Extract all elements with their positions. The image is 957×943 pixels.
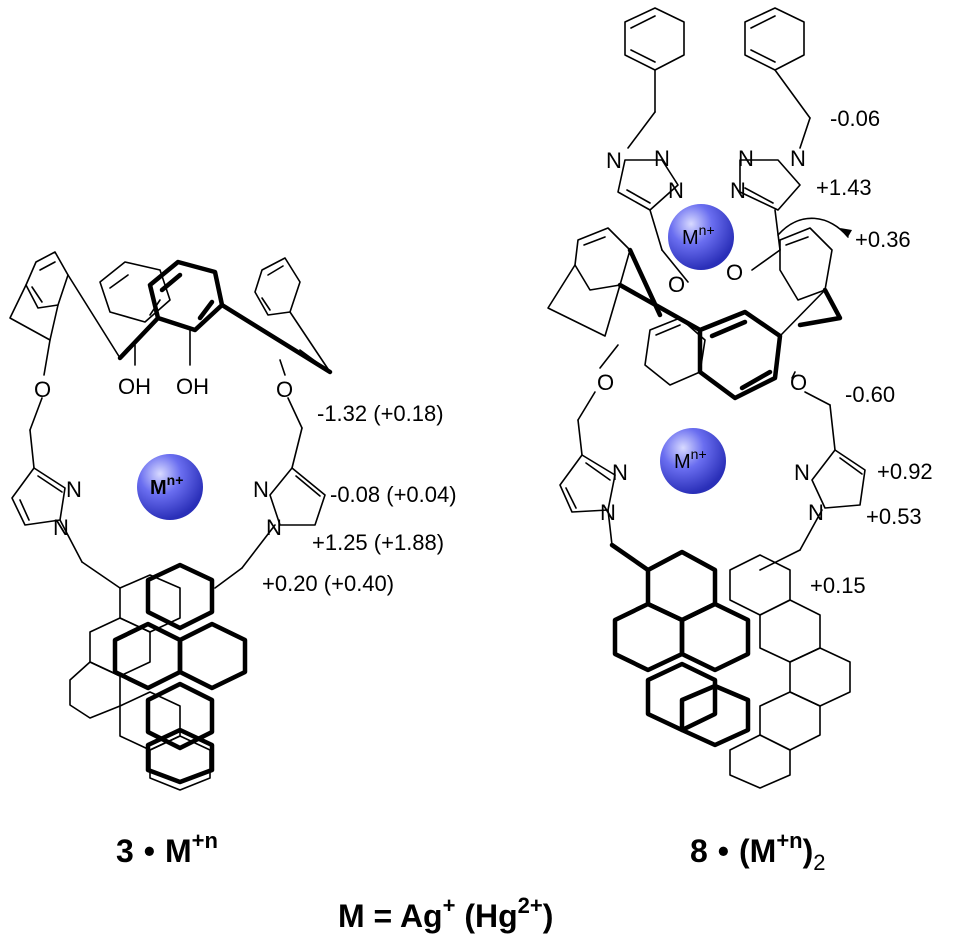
calixarene-ring-right [219,257,333,375]
shift-3-1: -1.32 (+0.18) [317,401,444,426]
n-8-4: N [730,178,746,203]
n-8-5: N [738,146,754,171]
pyrazole-8-left [559,454,651,573]
metal-ion-8-top: Mn+ [668,204,734,270]
pyrene-front [112,562,248,785]
metal-definition: M = Ag+ (Hg2+) [338,893,553,934]
metal-ion-8-bottom: Mn+ [660,428,726,494]
compound-8-structure [547,7,866,789]
svg-text:Mn+: Mn+ [150,472,183,499]
n-8-10: N [808,500,824,525]
shift-8-6: +0.53 [866,504,922,529]
compound-8-label: 8•(M+n)2 [690,828,826,875]
shift-3-3: +1.25 (+1.88) [312,530,444,555]
n-8-8: N [600,500,616,525]
benzyl-ring-right [744,7,811,149]
n-8-1: N [606,148,622,173]
o-8-1: O [668,272,685,297]
n-label-1: N [66,477,82,502]
shift-3-4: +0.20 (+0.40) [262,571,394,596]
shift-8-3: +0.36 [855,227,911,252]
calixarene-ring-left [9,251,121,359]
o-label-left: O [34,377,51,402]
pyrazole-left [11,467,121,589]
pyrene-8-front [612,549,751,748]
triazole-left [617,159,689,283]
n-8-7: N [612,460,628,485]
n-label-2: N [53,515,69,540]
n-8-6: N [790,146,806,171]
oh-label-1: OH [118,374,151,399]
pyrazole-8-right [759,449,866,571]
svg-text:Mn+: Mn+ [674,446,707,473]
oh-label-2: OH [176,374,209,399]
shift-8-7: +0.15 [810,573,866,598]
o-label-right: O [276,377,293,402]
calixarene-ring-back [99,261,171,323]
shift-3-2: -0.08 (+0.04) [330,482,457,507]
n-8-3: N [668,178,684,203]
metal-ion-3: Mn+ [137,454,203,520]
o-8-2: O [726,260,743,285]
o-8-3: O [597,370,614,395]
o-8-4: O [790,370,807,395]
shift-8-5: +0.92 [877,459,933,484]
pyrene-8-back [729,554,851,789]
benzyl-ring-left [624,7,685,149]
shift-8-1: -0.06 [830,106,880,131]
shift-8-2: +1.43 [816,175,872,200]
n-8-9: N [794,460,810,485]
compound-3-label: 3•M+n [116,828,218,869]
shift-8-4: -0.60 [845,382,895,407]
pyrene-back [69,574,211,791]
svg-text:Mn+: Mn+ [682,222,715,249]
pyrazole-right [214,467,326,589]
triazole-right [739,159,801,271]
calixarene-8-rings [547,227,843,401]
n-label-3: N [253,477,269,502]
n-8-2: N [654,146,670,171]
compound-3-structure [9,251,333,791]
n-label-4: N [266,515,282,540]
